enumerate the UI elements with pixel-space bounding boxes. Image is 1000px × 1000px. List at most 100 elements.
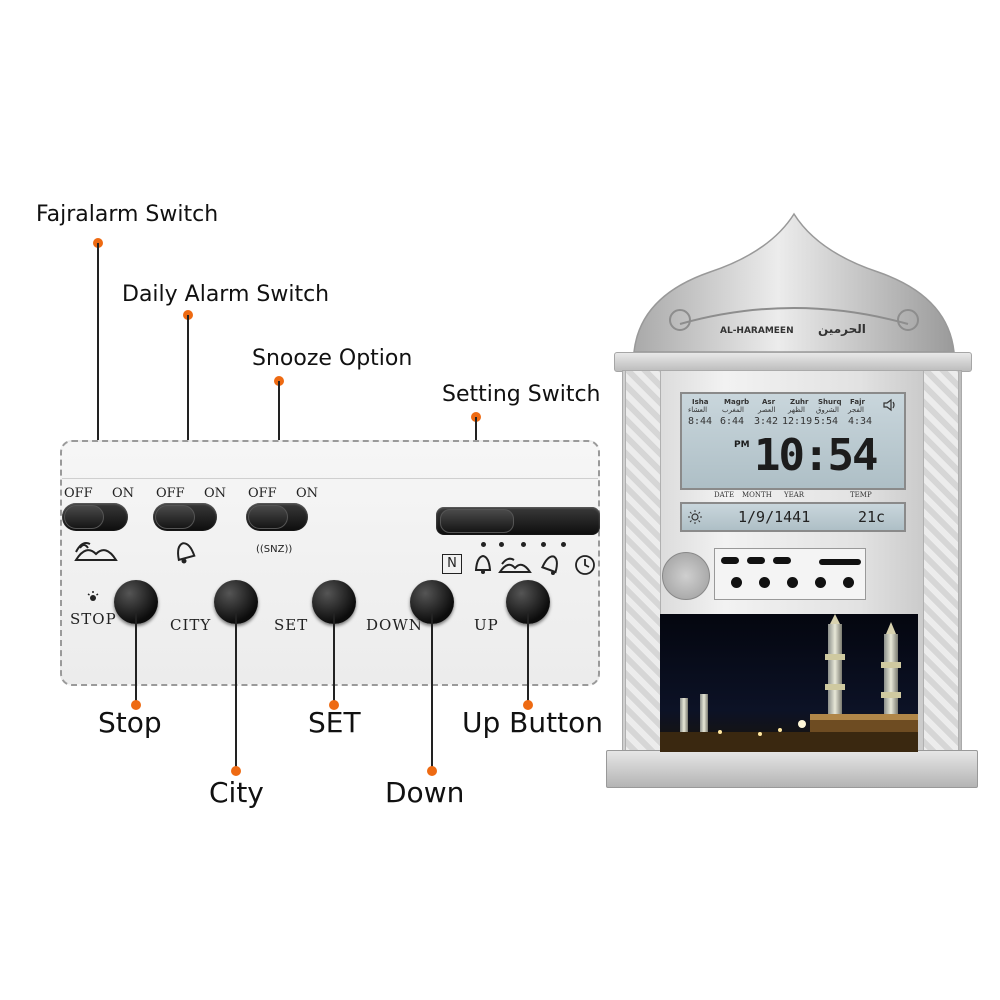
switch-knob[interactable] bbox=[155, 505, 195, 529]
sun-icon bbox=[688, 510, 702, 524]
callout-line bbox=[527, 612, 529, 704]
switch-knob[interactable] bbox=[440, 509, 514, 533]
clock-pillar bbox=[923, 371, 959, 763]
bell-icon bbox=[474, 554, 492, 574]
prayer-time: 4:34 bbox=[848, 416, 873, 427]
prayer-name: Magrb bbox=[724, 398, 750, 406]
callout-setting-switch: Setting Switch bbox=[442, 382, 601, 407]
mini-switch bbox=[773, 557, 791, 564]
callout-snooze-option: Snooze Option bbox=[252, 346, 413, 371]
callout-dot bbox=[131, 700, 141, 710]
prayer-name-arabic: العشاء bbox=[688, 406, 708, 414]
callout-daily-alarm-switch: Daily Alarm Switch bbox=[122, 282, 330, 307]
indicator-dot bbox=[521, 542, 526, 547]
prayer-time: 3:42 bbox=[754, 416, 779, 427]
callout-set: SET bbox=[308, 706, 361, 739]
callout-line bbox=[235, 612, 237, 770]
prayer-name: Zuhr bbox=[790, 398, 809, 406]
callout-down: Down bbox=[385, 776, 465, 809]
temp-value: 21c bbox=[858, 508, 886, 526]
switch-on-label: ON bbox=[112, 486, 135, 501]
daily-alarm-switch[interactable] bbox=[153, 503, 217, 531]
mini-button bbox=[843, 577, 854, 588]
bell-icon bbox=[177, 542, 196, 564]
switch-off-label: OFF bbox=[156, 486, 185, 501]
mini-control-panel bbox=[714, 548, 866, 600]
callout-dot bbox=[427, 766, 437, 776]
prayer-name-arabic: الفجر bbox=[848, 406, 864, 414]
bell-icon bbox=[541, 555, 558, 575]
snooze-label: ((SNZ)) bbox=[256, 544, 293, 555]
callout-line bbox=[187, 315, 189, 501]
switch-knob[interactable] bbox=[64, 505, 104, 529]
main-time: 10:54 bbox=[754, 430, 878, 481]
normal-mode-icon: N bbox=[442, 554, 462, 574]
prayer-name-arabic: المغرب bbox=[722, 406, 744, 414]
switch-off-label: OFF bbox=[248, 486, 277, 501]
prayer-time: 8:44 bbox=[688, 416, 713, 427]
clock-dome bbox=[633, 212, 955, 353]
setting-switch[interactable] bbox=[436, 507, 600, 535]
prayer-name: Asr bbox=[762, 398, 776, 406]
callout-city: City bbox=[209, 776, 264, 809]
clock-cornice bbox=[614, 352, 972, 372]
mosque-photo bbox=[660, 614, 918, 752]
indicator-dot bbox=[541, 542, 546, 547]
prayer-name: Fajr bbox=[850, 398, 865, 406]
main-lcd: Isha Magrb Asr Zuhr Shurq Fajr العشاء ال… bbox=[680, 392, 906, 490]
callout-line bbox=[431, 612, 433, 770]
fajr-mosque-icon bbox=[74, 542, 118, 561]
speaker-grille bbox=[662, 552, 710, 600]
switch-on-label: ON bbox=[204, 486, 227, 501]
down-button-label: DOWN bbox=[366, 616, 423, 634]
date-label: DATE bbox=[714, 491, 735, 499]
mini-button bbox=[787, 577, 798, 588]
clock-icon bbox=[575, 555, 595, 575]
mini-switch bbox=[747, 557, 765, 564]
light-icon bbox=[87, 591, 99, 601]
prayer-name: Shurq bbox=[818, 398, 842, 406]
mini-switch bbox=[819, 559, 861, 565]
prayer-time: 12:19 bbox=[782, 416, 813, 427]
callout-line bbox=[135, 612, 137, 704]
city-button-label: CITY bbox=[170, 616, 212, 634]
prayer-name: Isha bbox=[692, 398, 709, 406]
switch-off-label: OFF bbox=[64, 486, 93, 501]
callout-fajr-alarm-switch: Fajralarm Switch bbox=[36, 202, 219, 227]
mini-button bbox=[759, 577, 770, 588]
indicator-dot bbox=[481, 542, 486, 547]
ampm-indicator: PM bbox=[734, 440, 750, 450]
month-label: MONTH bbox=[742, 491, 772, 499]
stop-button-label: STOP bbox=[70, 610, 117, 628]
callout-up-button: Up Button bbox=[462, 706, 603, 739]
prayer-time: 6:44 bbox=[720, 416, 745, 427]
indicator-dot bbox=[561, 542, 566, 547]
brand-name-arabic: الحرمين bbox=[818, 322, 866, 336]
sound-icon bbox=[883, 398, 895, 412]
callout-line bbox=[97, 243, 99, 500]
switch-knob[interactable] bbox=[248, 505, 288, 529]
callout-dot bbox=[329, 700, 339, 710]
prayer-name-arabic: العصر bbox=[758, 406, 776, 414]
panel-divider bbox=[62, 478, 598, 479]
brand-name: AL-HARAMEEN bbox=[720, 326, 794, 336]
temp-label: TEMP bbox=[850, 491, 872, 499]
indicator-dot bbox=[499, 542, 504, 547]
prayer-name-arabic: الظهر bbox=[788, 406, 805, 414]
switch-panel bbox=[60, 440, 600, 686]
snooze-switch[interactable] bbox=[246, 503, 308, 531]
callout-line bbox=[333, 612, 335, 704]
set-button-label: SET bbox=[274, 616, 309, 634]
mini-switch bbox=[721, 557, 739, 564]
year-label: YEAR bbox=[784, 491, 805, 499]
date-value: 1/9/1441 bbox=[738, 508, 811, 526]
prayer-time: 5:54 bbox=[814, 416, 839, 427]
date-lcd: 1/9/1441 21c bbox=[680, 502, 906, 532]
fajr-mosque-icon bbox=[498, 557, 532, 573]
fajr-alarm-switch[interactable] bbox=[62, 503, 128, 531]
switch-on-label: ON bbox=[296, 486, 319, 501]
clock-base bbox=[606, 750, 978, 788]
mini-button bbox=[731, 577, 742, 588]
mini-button bbox=[815, 577, 826, 588]
up-button-label: UP bbox=[474, 616, 499, 634]
